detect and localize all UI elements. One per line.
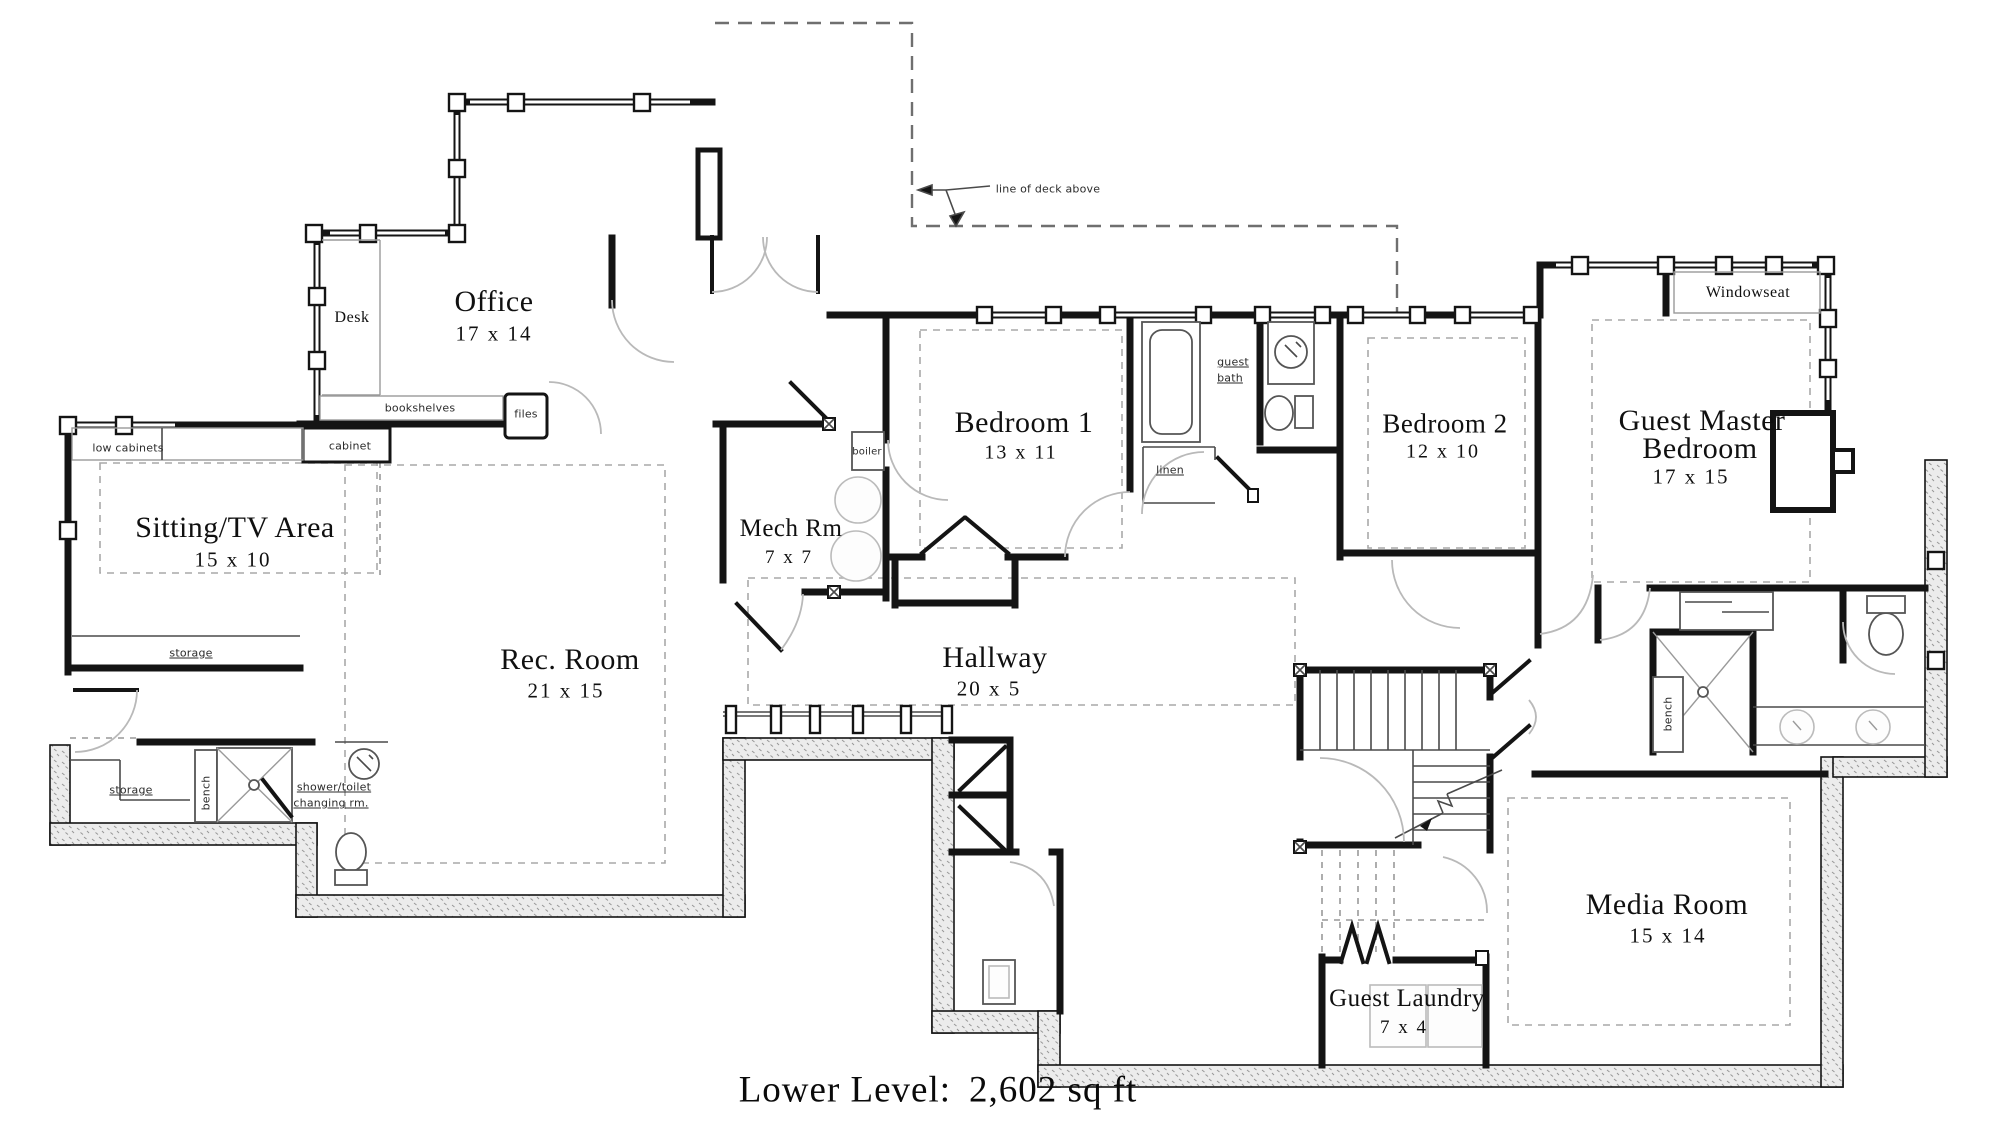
bookshelves-outline (319, 395, 504, 421)
water-tank-2 (830, 530, 882, 582)
laundry-bifold-doors (1338, 919, 1392, 965)
water-tank-1 (834, 476, 882, 524)
foundation-walls (49, 459, 1948, 1088)
bench-label-bath: bench (1661, 696, 1675, 732)
room-dims-guest-master: 17 x 15 (1652, 464, 1730, 489)
files-cabinet (503, 392, 549, 440)
room-label-rec: Rec. Room (500, 643, 640, 676)
room-label-bedroom2: Bedroom 2 (1382, 408, 1508, 439)
windows (58, 92, 1946, 671)
changing-storage (70, 759, 190, 801)
bench-label-changing: bench (199, 775, 213, 811)
master-toilet (1868, 612, 1904, 656)
shower-toilet-label: shower/toilet (296, 780, 372, 794)
bath-bench (1652, 676, 1684, 753)
room-dims-sitting: 15 x 10 (194, 547, 272, 572)
guest-toilet (1264, 395, 1294, 431)
plan-title-level: Lower Level: (738, 1069, 952, 1111)
guest-bath-label-2: bath (1217, 371, 1243, 385)
plan-title: Lower Level: 2,602 sq ft (739, 1069, 1138, 1112)
dryer (1427, 984, 1483, 1048)
fixtures (70, 239, 1925, 1048)
carpet-outlines (70, 319, 1811, 1026)
stairs (1293, 663, 1503, 854)
master-bumpout (1770, 410, 1855, 513)
vanity-sink-2 (1855, 709, 1891, 745)
room-dims-office: 17 x 14 (455, 321, 533, 346)
line-of-deck-label: line of deck above (995, 182, 1101, 196)
windowseat-label: Windowseat (1705, 284, 1791, 301)
room-dims-bedroom2: 12 x 10 (1406, 440, 1480, 463)
room-label-laundry: Guest Laundry (1329, 985, 1485, 1012)
deck-outline (715, 21, 1399, 313)
boiler-label: boiler (852, 446, 882, 458)
desk-label: Desk (334, 309, 370, 326)
cabinet-label: cabinet (328, 439, 372, 453)
boiler-box (851, 431, 885, 471)
room-label-mech: Mech Rm (739, 515, 843, 542)
low-cabinets-band (71, 427, 304, 461)
vanity-counter (1753, 706, 1925, 746)
room-label-media: Media Room (1585, 888, 1749, 921)
room-dims-mech: 7 x 7 (765, 547, 813, 568)
room-label-bedroom1: Bedroom 1 (954, 406, 1094, 439)
windowseat-bench (1673, 271, 1821, 314)
cabinet-box (301, 426, 392, 464)
bookshelves-label: bookshelves (384, 401, 456, 415)
room-label-office: Office (454, 285, 534, 318)
vanity-sink-1 (1779, 709, 1815, 745)
storage-label-changing: storage (109, 783, 153, 797)
changing-toilet (335, 832, 367, 872)
guest-bath-label-1: guest (1217, 355, 1249, 369)
entry-pier (695, 147, 723, 241)
room-label-sitting: Sitting/TV Area (135, 511, 335, 544)
room-dims-hallway: 20 x 5 (956, 676, 1022, 701)
room-dims-laundry: 7 x 4 (1380, 1017, 1428, 1038)
deck-leader-lines (915, 183, 991, 228)
plan-title-area: 2,602 sq ft (969, 1069, 1138, 1111)
low-cabinets-label: low cabinets (92, 441, 164, 455)
washer (1369, 984, 1427, 1048)
changing-rm-label: changing rm. (293, 796, 369, 810)
room-dims-bedroom1: 13 x 11 (984, 441, 1058, 464)
room-label-hallway: Hallway (942, 641, 1048, 674)
storage-label-sitting: storage (169, 646, 213, 660)
master-closet (1679, 591, 1774, 631)
desk-outline (322, 239, 381, 396)
files-label: files (514, 407, 538, 421)
room-dims-media: 15 x 14 (1629, 923, 1707, 948)
room-label-guest-master-1: Guest Master (1618, 404, 1786, 437)
room-label-guest-master-2: Bedroom (1642, 432, 1758, 465)
doors (73, 235, 1896, 914)
hallway-columns (723, 704, 954, 735)
room-dims-rec: 21 x 15 (527, 678, 605, 703)
linen-label: linen (1156, 463, 1184, 477)
